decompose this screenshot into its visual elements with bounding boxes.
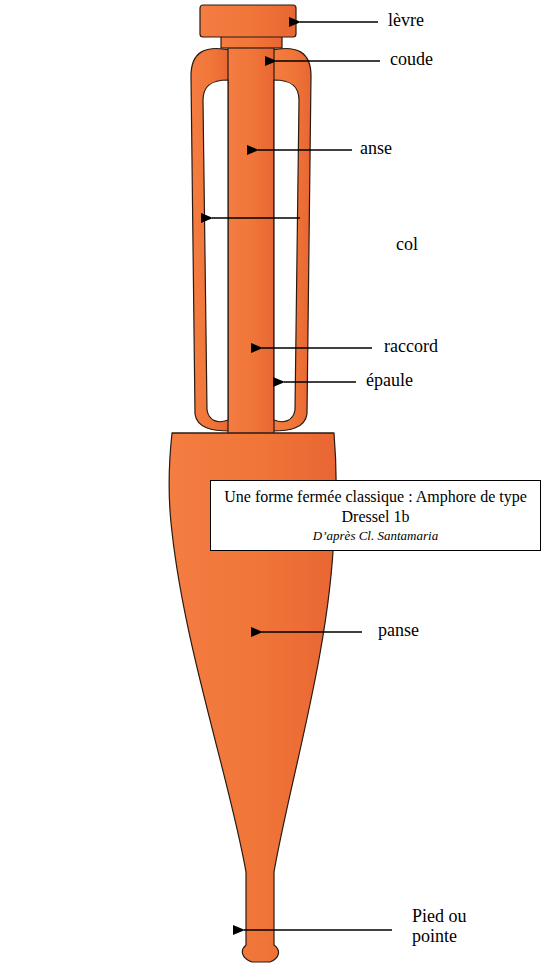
part-label: coude — [390, 49, 433, 69]
caption-box: Une forme fermée classique : Amphore de … — [210, 480, 541, 551]
part-label: panse — [378, 620, 419, 640]
part-label: col — [396, 234, 418, 254]
leader-arrows — [212, 22, 392, 930]
source-credit: D’après Cl. Santamaria — [219, 527, 532, 544]
part-label: raccord — [384, 336, 438, 356]
part-label: Pied ou pointe — [412, 906, 482, 946]
part-label: lèvre — [388, 10, 424, 30]
part-label: épaule — [366, 370, 413, 390]
part-label: anse — [360, 138, 392, 158]
caption-text: Une forme fermée classique : Amphore de … — [219, 487, 532, 527]
